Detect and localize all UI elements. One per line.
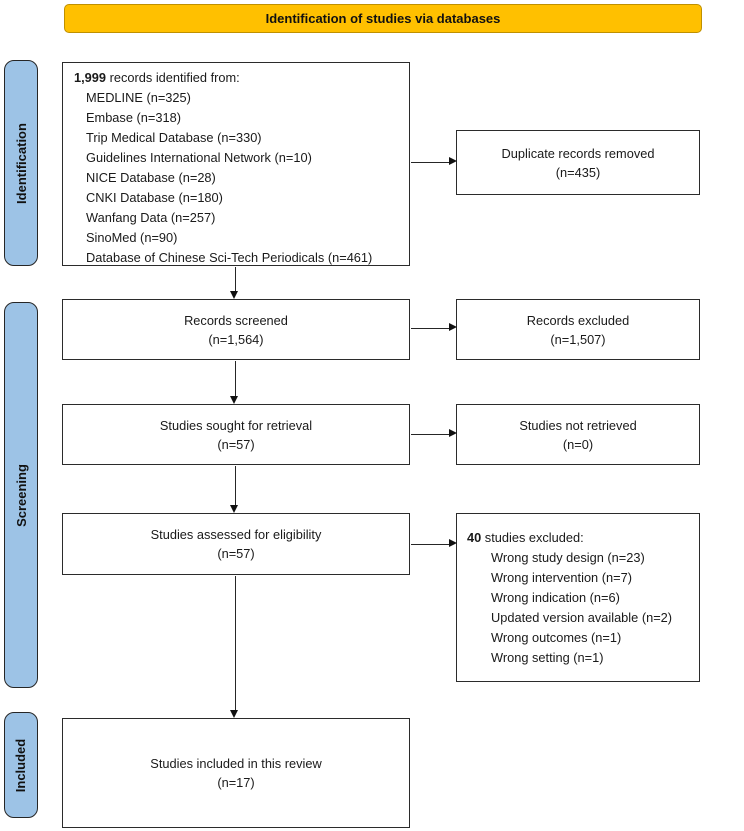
records-identified-count: 1,999 [74, 70, 107, 85]
duplicates-removed-label: Duplicate records removed [501, 145, 655, 161]
arrow-sought-to-not-retrieved [411, 429, 457, 438]
studies-not-retrieved-label: Studies not retrieved [519, 417, 637, 433]
exclusion-reason-line: Wrong study design (n=23) [491, 550, 645, 565]
arrow-identified-to-screened [230, 267, 239, 299]
studies-assessed-count: (n=57) [217, 546, 255, 561]
database-source-line: Database of Chinese Sci-Tech Periodicals… [86, 250, 373, 265]
database-source-line: MEDLINE (n=325) [86, 90, 191, 105]
duplicates-removed-count: (n=435) [555, 164, 601, 180]
arrow-sought-to-assessed [230, 466, 239, 513]
records-screened-label: Records screened [184, 312, 288, 328]
database-source-line: SinoMed (n=90) [86, 230, 178, 245]
database-source-line: Trip Medical Database (n=330) [86, 130, 262, 145]
box-duplicates-removed: Duplicate records removed (n=435) [456, 130, 700, 195]
arrow-assessed-to-included [230, 576, 239, 718]
box-studies-assessed: Studies assessed for eligibility (n=57) [62, 513, 410, 575]
studies-sought-count: (n=57) [217, 436, 255, 452]
database-source-line: NICE Database (n=28) [86, 170, 216, 185]
box-records-identified: 1,999 records identified from: MEDLINE (… [62, 62, 410, 266]
records-identified-text: records identified from: [106, 70, 240, 85]
records-excluded-label: Records excluded [526, 312, 630, 328]
exclusion-reason-line: Updated version available (n=2) [491, 610, 673, 625]
studies-sought-label: Studies sought for retrieval [159, 417, 313, 433]
arrow-screened-to-excluded [411, 323, 457, 332]
arrow-screened-to-sought [230, 361, 239, 404]
box-studies-included: Studies included in this review (n=17) [62, 718, 410, 828]
studies-excluded-text: studies excluded: [481, 530, 584, 545]
records-screened-count: (n=1,564) [208, 331, 264, 347]
database-source-line: Embase (n=318) [86, 110, 181, 125]
stage-label-included: Included [13, 738, 29, 792]
stage-bar-included: Included [4, 712, 38, 818]
database-source-list: MEDLINE (n=325) Embase (n=318) Trip Medica… [74, 88, 403, 268]
studies-excluded-count: 40 [467, 530, 482, 545]
stage-bar-identification: Identification [4, 60, 38, 266]
box-records-excluded: Records excluded (n=1,507) [456, 299, 700, 360]
studies-included-label: Studies included in this review [150, 756, 322, 771]
studies-excluded-lead: 40 studies excluded: [467, 528, 695, 548]
exclusion-reason-line: Wrong intervention (n=7) [491, 570, 632, 585]
database-source-line: CNKI Database (n=180) [86, 190, 223, 205]
studies-not-retrieved-count: (n=0) [562, 436, 594, 452]
records-identified-lead: 1,999 records identified from: [74, 68, 403, 88]
studies-assessed-label: Studies assessed for eligibility [150, 527, 322, 542]
diagram-title: Identification of studies via databases [265, 11, 501, 26]
exclusion-reason-line: Wrong outcomes (n=1) [491, 630, 622, 645]
studies-included-count: (n=17) [217, 775, 255, 790]
exclusion-reason-line: Wrong setting (n=1) [491, 650, 604, 665]
stage-label-screening: Screening [13, 463, 29, 527]
stage-bar-screening: Screening [4, 302, 38, 688]
box-studies-not-retrieved: Studies not retrieved (n=0) [456, 404, 700, 465]
exclusion-reason-line: Wrong indication (n=6) [491, 590, 620, 605]
box-records-screened: Records screened (n=1,564) [62, 299, 410, 360]
records-excluded-count: (n=1,507) [550, 331, 606, 347]
box-studies-sought: Studies sought for retrieval (n=57) [62, 404, 410, 465]
arrow-assessed-to-excluded [411, 539, 457, 548]
exclusion-reason-list: Wrong study design (n=23) Wrong intervent… [467, 548, 695, 668]
arrow-identified-to-duplicates [411, 157, 457, 166]
database-source-line: Guidelines International Network (n=10) [86, 150, 312, 165]
stage-label-identification: Identification [13, 122, 29, 204]
diagram-title-banner: Identification of studies via databases [64, 4, 702, 33]
box-studies-excluded: 40 studies excluded: Wrong study design … [456, 513, 700, 682]
database-source-line: Wanfang Data (n=257) [86, 210, 216, 225]
